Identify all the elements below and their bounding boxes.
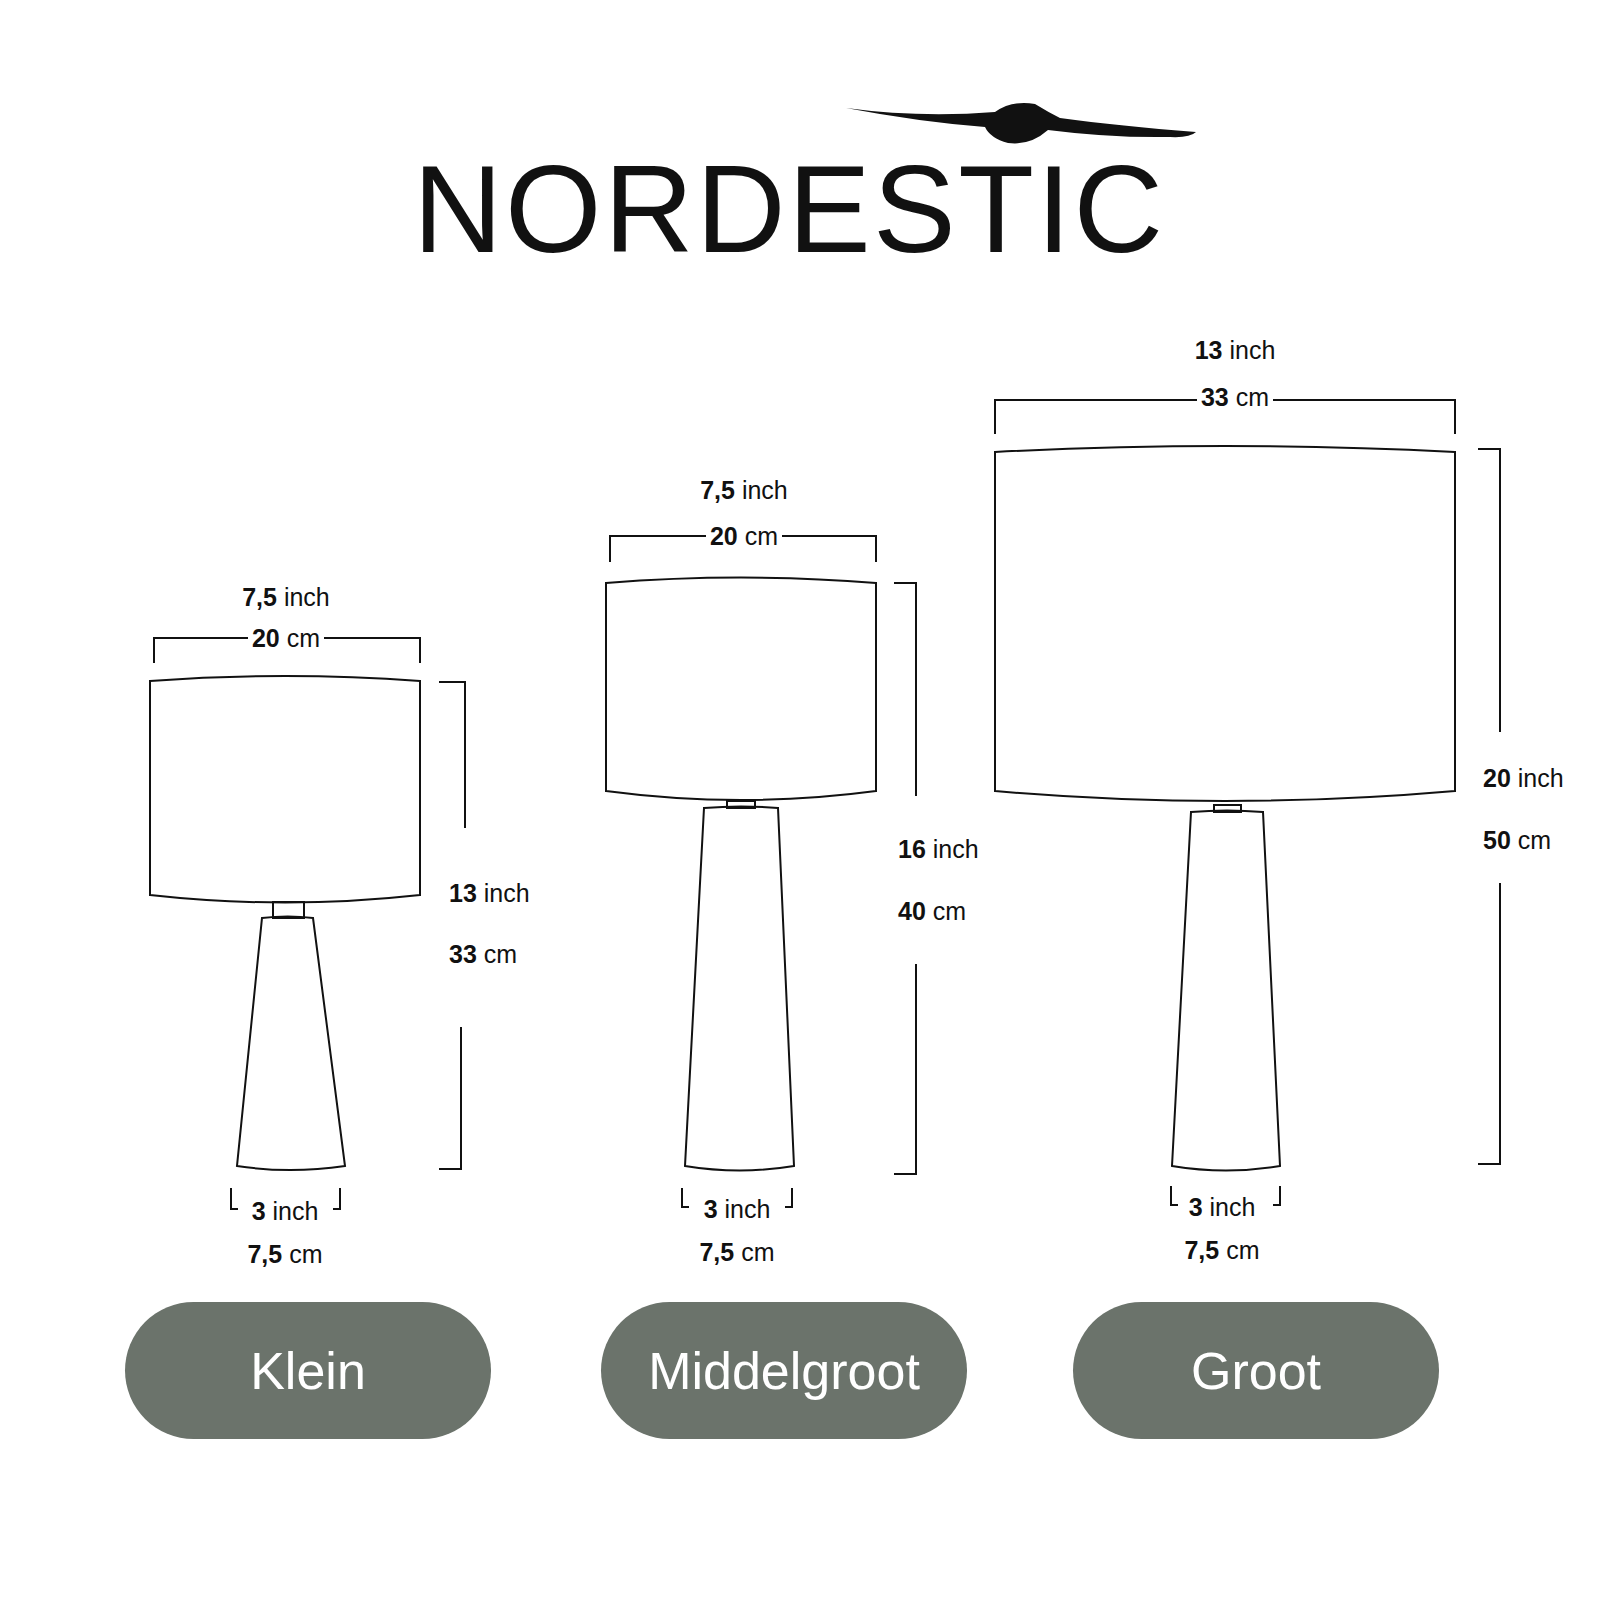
- dimension-label: 50 cm: [1479, 825, 1555, 855]
- dimension-label: 3 inch: [248, 1196, 323, 1226]
- size-name: Klein: [250, 1341, 366, 1401]
- size-name: Middelgroot: [648, 1341, 920, 1401]
- dimension-label: 20 inch: [1479, 763, 1568, 793]
- dimension-label: 7,5 cm: [1180, 1235, 1263, 1265]
- dimension-label: 33 cm: [445, 939, 521, 969]
- dimension-label: 7,5 inch: [238, 582, 334, 612]
- dimension-label: 7,5 cm: [243, 1239, 326, 1269]
- dimension-label: 20 cm: [706, 521, 782, 551]
- size-pill: Klein: [125, 1302, 491, 1439]
- size-pill: Middelgroot: [601, 1302, 967, 1439]
- brand-logo: NORDESTIC: [413, 147, 1165, 271]
- size-name: Groot: [1191, 1341, 1321, 1401]
- bird-logo: [846, 103, 1196, 143]
- dimension-label: 3 inch: [1185, 1192, 1260, 1222]
- dimension-label: 16 inch: [894, 834, 983, 864]
- dimension-label: 7,5 cm: [695, 1237, 778, 1267]
- dimension-brackets: [154, 400, 1500, 1209]
- dimension-label: 7,5 inch: [696, 475, 792, 505]
- dimension-label: 3 inch: [700, 1194, 775, 1224]
- dimension-label: 13 inch: [445, 878, 534, 908]
- dimension-label: 40 cm: [894, 896, 970, 926]
- dimension-label: 13 inch: [1191, 335, 1280, 365]
- dimension-label: 20 cm: [248, 623, 324, 653]
- dimension-label: 33 cm: [1197, 382, 1273, 412]
- size-pill: Groot: [1073, 1302, 1439, 1439]
- lamp-outlines: [150, 446, 1455, 1171]
